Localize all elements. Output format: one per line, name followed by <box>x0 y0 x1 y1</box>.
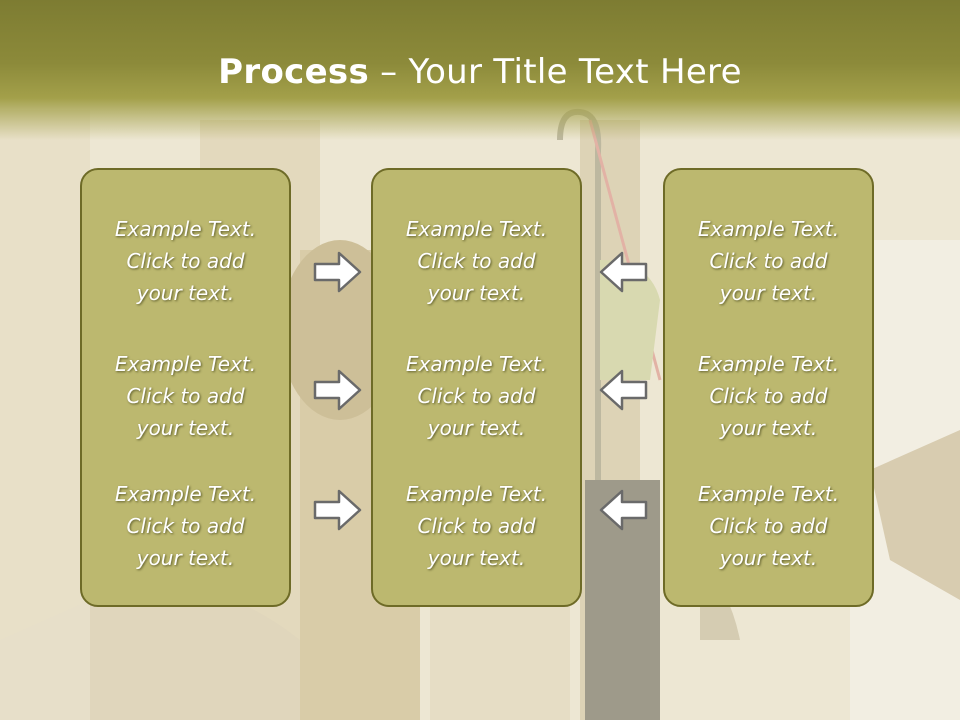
text-line: your text. <box>136 416 235 440</box>
text-line: your text. <box>136 546 235 570</box>
text-line: your text. <box>427 416 526 440</box>
text-line: Click to add <box>709 514 828 538</box>
text-block[interactable]: Example Text. Click to add your text. <box>373 478 580 574</box>
text-line: Click to add <box>126 384 245 408</box>
text-line: Click to add <box>126 514 245 538</box>
text-line: your text. <box>427 546 526 570</box>
text-block[interactable]: Example Text. Click to add your text. <box>373 348 580 444</box>
text-line: Click to add <box>417 514 536 538</box>
title-rest: – Your Title Text Here <box>369 52 742 92</box>
text-line: your text. <box>136 281 235 305</box>
text-line: Example Text. <box>405 217 548 241</box>
text-line: your text. <box>719 281 818 305</box>
text-line: Example Text. <box>114 352 257 376</box>
text-line: your text. <box>427 281 526 305</box>
text-block[interactable]: Example Text. Click to add your text. <box>665 348 872 444</box>
text-line: Example Text. <box>697 482 840 506</box>
text-line: Example Text. <box>114 217 257 241</box>
arrow-left-icon <box>599 369 648 411</box>
text-line: Example Text. <box>114 482 257 506</box>
text-line: Click to add <box>709 249 828 273</box>
process-box-1[interactable]: Example Text. Click to add your text. Ex… <box>80 168 291 607</box>
text-line: Example Text. <box>697 352 840 376</box>
arrow-right-icon <box>313 251 362 293</box>
text-line: Click to add <box>417 249 536 273</box>
title-banner <box>0 0 960 140</box>
process-box-3[interactable]: Example Text. Click to add your text. Ex… <box>663 168 874 607</box>
arrow-left-icon <box>599 489 648 531</box>
text-line: Click to add <box>417 384 536 408</box>
text-block[interactable]: Example Text. Click to add your text. <box>82 478 289 574</box>
text-line: Example Text. <box>405 352 548 376</box>
text-block[interactable]: Example Text. Click to add your text. <box>665 213 872 309</box>
text-line: Click to add <box>126 249 245 273</box>
text-block[interactable]: Example Text. Click to add your text. <box>82 213 289 309</box>
text-line: your text. <box>719 546 818 570</box>
text-line: Example Text. <box>405 482 548 506</box>
process-box-2[interactable]: Example Text. Click to add your text. Ex… <box>371 168 582 607</box>
arrow-left-icon <box>599 251 648 293</box>
title-bold: Process <box>218 52 370 92</box>
text-line: Click to add <box>709 384 828 408</box>
arrow-right-icon <box>313 489 362 531</box>
text-line: your text. <box>719 416 818 440</box>
arrow-right-icon <box>313 369 362 411</box>
text-block[interactable]: Example Text. Click to add your text. <box>665 478 872 574</box>
text-block[interactable]: Example Text. Click to add your text. <box>82 348 289 444</box>
slide-title[interactable]: Process – Your Title Text Here <box>0 52 960 92</box>
text-line: Example Text. <box>697 217 840 241</box>
text-block[interactable]: Example Text. Click to add your text. <box>373 213 580 309</box>
